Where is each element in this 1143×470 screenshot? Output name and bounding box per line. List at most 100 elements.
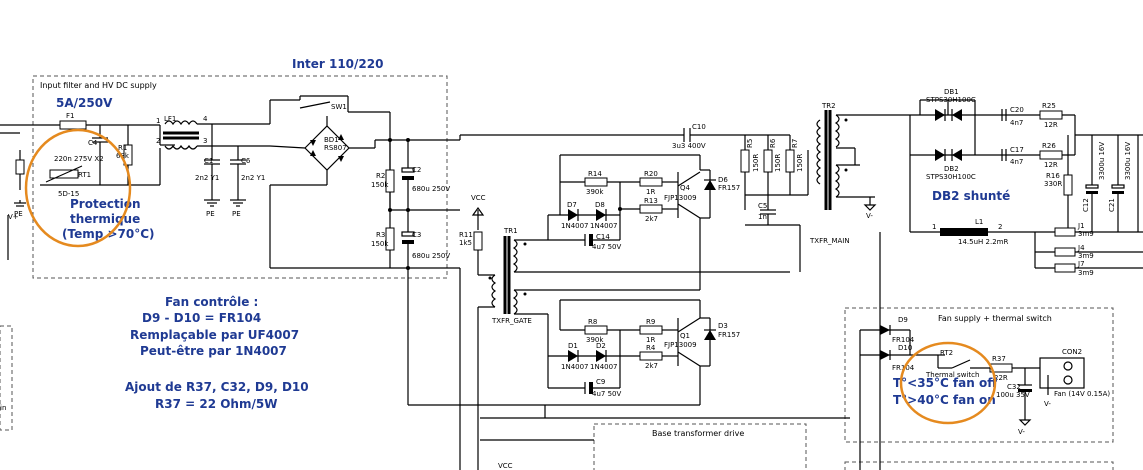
label-c21-val: 3300u 16V: [1124, 142, 1132, 180]
label-r1: R1: [118, 144, 127, 152]
db2-shunt-note: DB2 shunté: [932, 189, 1010, 203]
label-rt1-val: 5D-15: [58, 190, 79, 198]
label-r37-val: 22R: [994, 374, 1008, 382]
label-r16: R16: [1046, 172, 1060, 180]
left-partial-box: [0, 325, 13, 431]
label-db1-part: STPS30H100C: [926, 96, 976, 104]
gate-transformer-tr1: [471, 206, 790, 470]
label-r20-val: 1R: [646, 188, 655, 196]
label-c4-val: 220n 275V X2: [54, 155, 104, 163]
label-r9: R9: [646, 318, 655, 326]
label-sw1: SW1: [331, 103, 347, 111]
label-r1-val: 68k: [116, 152, 130, 160]
label-tr1: TR1: [503, 227, 518, 235]
label-r26-val: 12R: [1044, 161, 1058, 169]
pin-1: 1: [156, 117, 160, 125]
label-c6: C6: [241, 157, 251, 165]
label-j4: J4: [1077, 244, 1085, 252]
label-f1: F1: [66, 112, 74, 120]
label-in: in: [0, 404, 6, 412]
label-q4-part: FJP13009: [664, 194, 697, 202]
label-r7: R7: [791, 139, 799, 148]
fan-note-line4: Peut-être par 1N4007: [140, 344, 287, 358]
label-r13: R13: [644, 197, 658, 205]
label-r6-val: 150R: [774, 154, 782, 172]
fan-note-line5: Ajout de R37, C32, D9, D10: [125, 380, 309, 394]
label-r14: R14: [588, 170, 602, 178]
label-r26: R26: [1042, 142, 1056, 150]
label-vcc-2: VCC: [498, 462, 513, 470]
label-c3: C3: [412, 231, 421, 239]
label-c12-val: 3300u 16V: [1098, 142, 1106, 180]
label-c9-val: 4u7 50V: [592, 390, 621, 398]
label-c6-val: 2n2 Y1: [241, 174, 265, 182]
label-c5-val: 1n: [758, 213, 767, 221]
label-pe-3: PE: [14, 210, 23, 218]
label-c14-val: 4u7 50V: [592, 243, 621, 251]
label-rt2: RT2: [940, 349, 953, 357]
label-txfr-main: TXFR_MAIN: [809, 237, 850, 245]
label-c20: C20: [1010, 106, 1024, 114]
label-c1-val: 2n2 Y1: [195, 174, 219, 182]
label-d7-val: 1N4007: [561, 222, 589, 230]
label-c20-val: 4n7: [1010, 119, 1023, 127]
label-q1: Q1: [680, 332, 690, 340]
bridge-rectifier-bd1: [269, 116, 460, 268]
label-d1-val: 1N4007: [561, 363, 589, 371]
y-capacitors: [14, 124, 246, 207]
label-j7-val: 3m9: [1078, 269, 1094, 277]
label-d9-val: FR104: [892, 336, 915, 344]
label-v-minus-con: V-: [1044, 400, 1051, 408]
label-r7-val: 150R: [796, 154, 804, 172]
input-filter-title: Input filter and HV DC supply: [40, 81, 157, 90]
common-mode-choke-lf1: [163, 99, 300, 150]
lower-right-box: [844, 461, 1114, 470]
label-tr2: TR2: [821, 102, 836, 110]
output-rectifiers: [909, 99, 1143, 273]
fan-supply-circuit: [859, 325, 1085, 470]
fan-note-line2: D9 - D10 = FR104: [142, 311, 261, 325]
pin-3: 3: [203, 137, 207, 145]
label-r6: R6: [769, 138, 777, 148]
label-r4-val: 2k7: [645, 362, 658, 370]
label-r9-val: 1R: [646, 336, 655, 344]
label-d2: D2: [596, 342, 606, 350]
label-r14-val: 390k: [586, 188, 604, 196]
label-c4: C4: [88, 139, 98, 147]
label-l1-pin2: 2: [998, 223, 1002, 231]
label-d7: D7: [567, 201, 577, 209]
label-txfr-gate: TXFR_GATE: [491, 317, 532, 325]
label-v-minus: V-: [866, 212, 873, 220]
main-transformer-tr2: [740, 110, 910, 272]
label-db1: DB1: [944, 88, 959, 96]
label-q1-part: FJP13009: [664, 341, 697, 349]
label-v-minus-fan: V-: [1018, 428, 1025, 436]
label-r3: R3: [376, 231, 385, 239]
label-j1-val: 3m9: [1078, 230, 1094, 238]
temp-on-note: T°>40°C fan on: [893, 393, 996, 407]
label-j1: J1: [1077, 222, 1085, 230]
label-r25: R25: [1042, 102, 1056, 110]
label-l1-val: 14.5uH 2.2mR: [958, 238, 1008, 246]
label-d1: D1: [568, 342, 578, 350]
label-r2-val: 150k: [371, 181, 389, 189]
label-r2: R2: [376, 172, 385, 180]
pin-4: 4: [203, 115, 208, 123]
label-r5: R5: [746, 139, 754, 148]
label-pe-2: PE: [232, 210, 241, 218]
label-db2-part: STPS30H100C: [926, 173, 976, 181]
fuse-f1: [59, 120, 87, 130]
label-con2: CON2: [1062, 348, 1082, 356]
label-r4: R4: [646, 344, 656, 352]
label-d10: D10: [898, 344, 912, 352]
label-c17: C17: [1010, 146, 1024, 154]
fan-supply-title: Fan supply + thermal switch: [938, 314, 1052, 323]
label-v-plus: V+: [8, 213, 19, 221]
label-r16-val: 330R: [1044, 180, 1062, 188]
label-c9: C9: [596, 378, 605, 386]
label-d3: D3: [718, 322, 728, 330]
label-d9: D9: [898, 316, 908, 324]
label-pe-1: PE: [206, 210, 215, 218]
fan-supply-box: [844, 307, 1114, 443]
